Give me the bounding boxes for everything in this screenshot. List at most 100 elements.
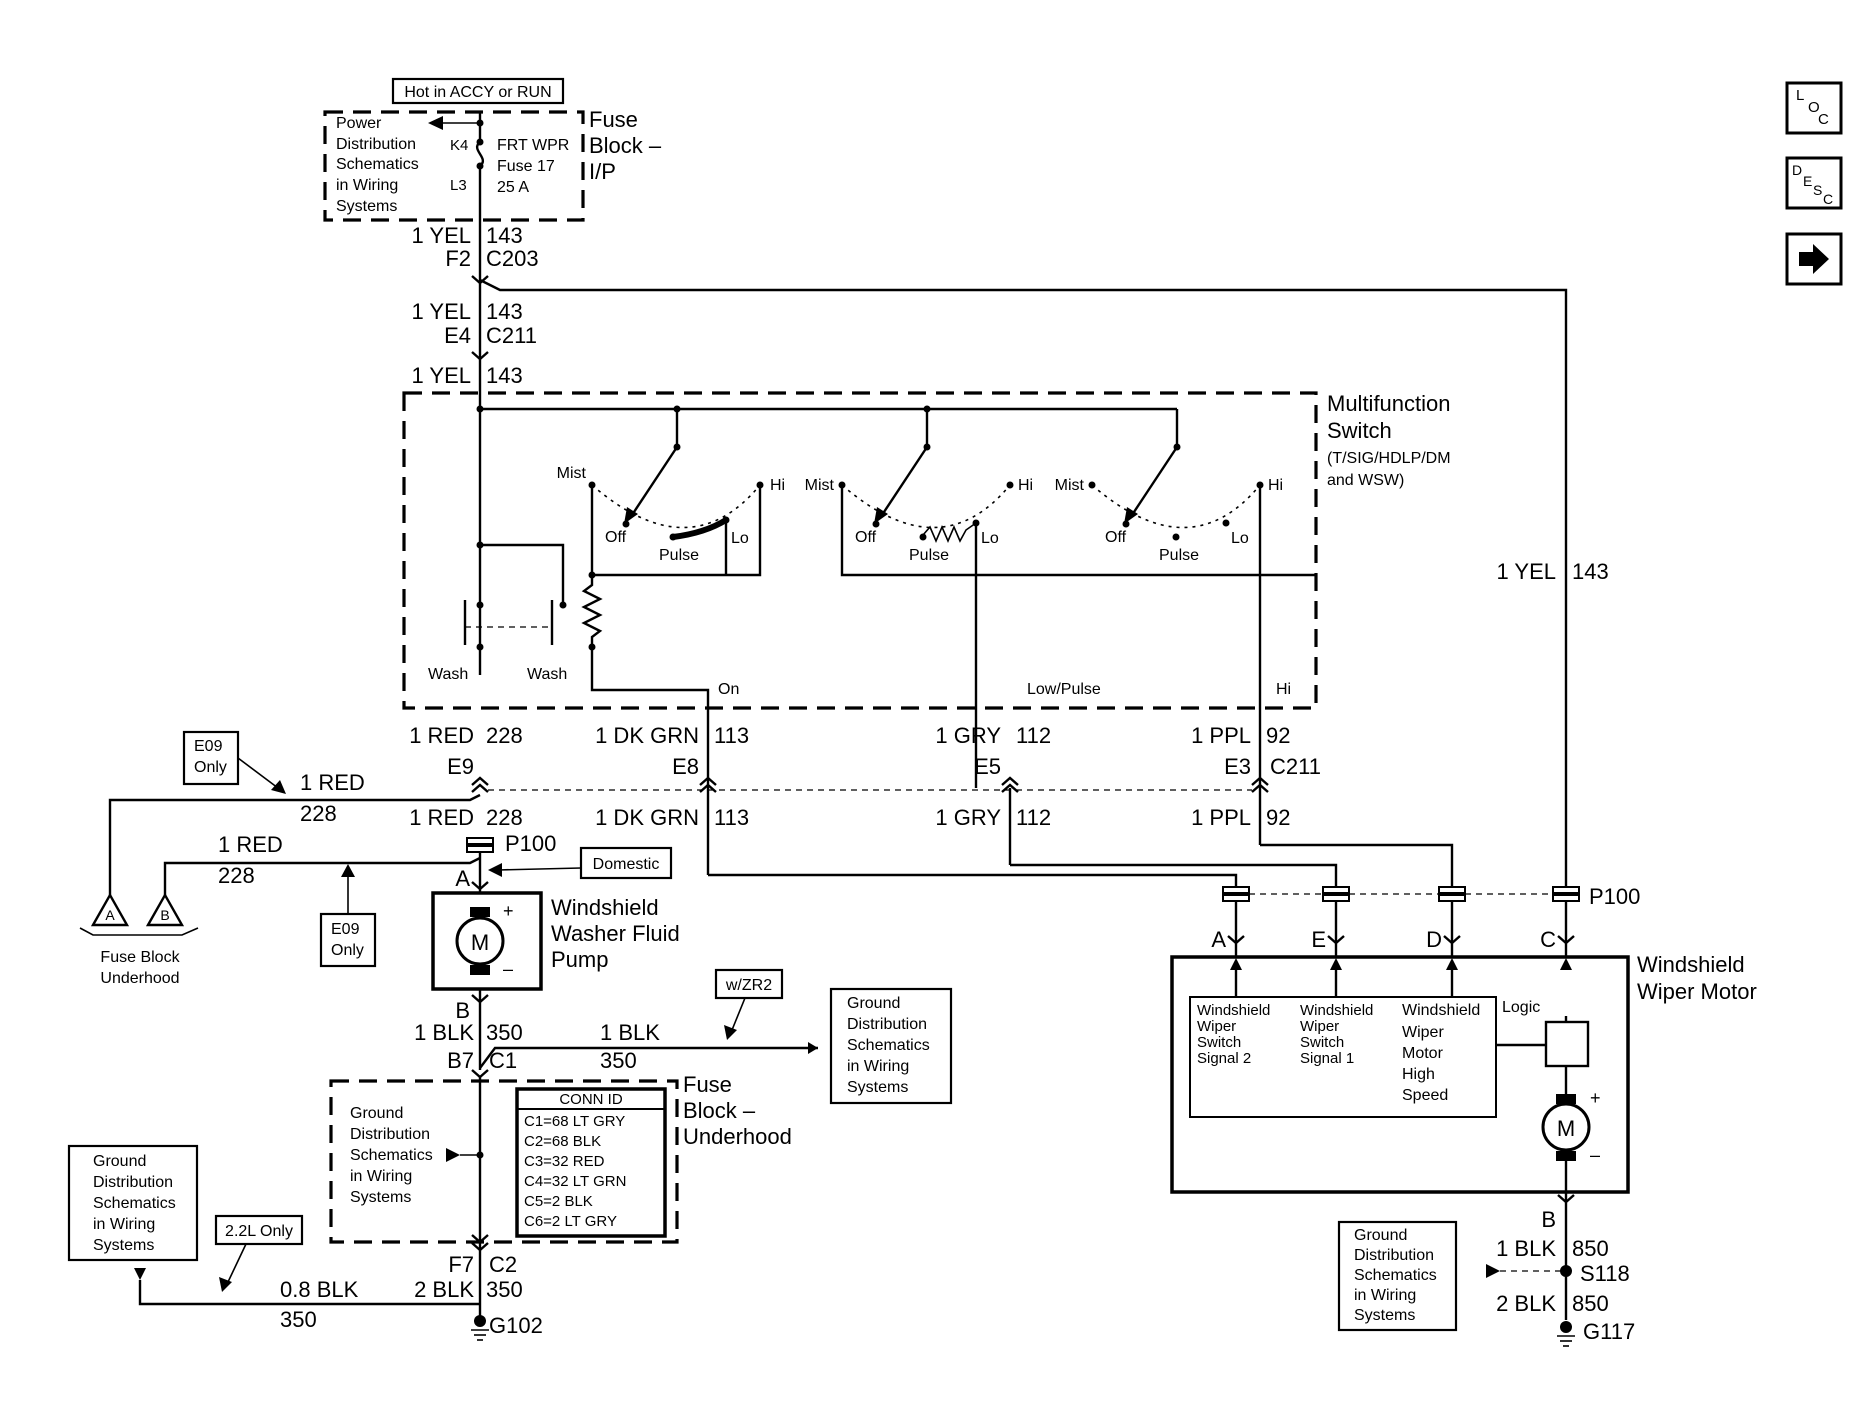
svg-text:Switch: Switch bbox=[1327, 418, 1392, 443]
svg-text:Fuse: Fuse bbox=[683, 1072, 732, 1097]
svg-text:in Wiring: in Wiring bbox=[350, 1168, 412, 1185]
svg-text:High: High bbox=[1402, 1066, 1435, 1083]
svg-text:Mist: Mist bbox=[1055, 477, 1085, 494]
svg-text:C3=32 RED: C3=32 RED bbox=[524, 1153, 605, 1170]
ground-distribution-ref-3 bbox=[1337, 1220, 1458, 1332]
svg-text:P100: P100 bbox=[1589, 884, 1640, 909]
svg-text:112: 112 bbox=[1016, 805, 1051, 830]
multifunction-switch-outline bbox=[402, 391, 1318, 710]
svg-text:Off: Off bbox=[855, 529, 877, 546]
svg-text:D: D bbox=[1426, 927, 1442, 952]
wiper-motor-icon bbox=[1541, 1102, 1591, 1152]
svg-text:Fuse Block: Fuse Block bbox=[100, 949, 180, 966]
svg-text:Signal 2: Signal 2 bbox=[1197, 1050, 1251, 1067]
svg-text:C203: C203 bbox=[486, 246, 539, 271]
svg-text:E4: E4 bbox=[444, 323, 471, 348]
loc-button[interactable]: L O C bbox=[1785, 81, 1843, 135]
svg-text:Low/Pulse: Low/Pulse bbox=[1027, 681, 1101, 698]
svg-text:Lo: Lo bbox=[981, 530, 999, 547]
p100-connectors bbox=[1222, 886, 1580, 902]
svg-text:Windshield: Windshield bbox=[1637, 952, 1745, 977]
svg-text:2.2L Only: 2.2L Only bbox=[225, 1223, 293, 1240]
svg-text:Block –: Block – bbox=[683, 1098, 756, 1123]
ground-icon bbox=[1557, 1335, 1575, 1347]
svg-text:F2: F2 bbox=[445, 246, 471, 271]
svg-text:Fuse: Fuse bbox=[589, 107, 638, 132]
wiper-motor-title: Windshield Wiper Motor bbox=[1637, 952, 1757, 1004]
svg-text:Windshield: Windshield bbox=[1300, 1002, 1373, 1019]
desc-button[interactable]: D E S C bbox=[1785, 156, 1843, 210]
svg-text:1 YEL: 1 YEL bbox=[411, 363, 471, 388]
fuse-block-terminal-a bbox=[90, 892, 130, 927]
svg-text:P100: P100 bbox=[505, 831, 556, 856]
arrow-right-icon bbox=[1799, 244, 1829, 274]
svg-text:0.8 BLK: 0.8 BLK bbox=[280, 1277, 359, 1302]
svg-text:143: 143 bbox=[486, 223, 523, 248]
svg-text:E09: E09 bbox=[331, 921, 360, 938]
svg-text:Wiper: Wiper bbox=[1197, 1018, 1236, 1035]
svg-text:143: 143 bbox=[1572, 559, 1609, 584]
svg-text:Wash: Wash bbox=[527, 666, 567, 683]
svg-text:C4=32 LT GRN: C4=32 LT GRN bbox=[524, 1173, 626, 1190]
svg-text:K4: K4 bbox=[450, 137, 468, 154]
svg-text:Signal 1: Signal 1 bbox=[1300, 1050, 1354, 1067]
hot-label-box bbox=[391, 77, 565, 105]
svg-text:D: D bbox=[1792, 162, 1802, 178]
svg-text:F7: F7 bbox=[448, 1252, 474, 1277]
svg-text:Distribution: Distribution bbox=[93, 1174, 173, 1191]
svg-text:FRT WPR: FRT WPR bbox=[497, 137, 569, 154]
svg-text:M: M bbox=[471, 930, 489, 955]
svg-text:E3: E3 bbox=[1224, 754, 1251, 779]
svg-text:350: 350 bbox=[486, 1020, 523, 1045]
svg-text:Wiper: Wiper bbox=[1300, 1018, 1339, 1035]
svg-text:C: C bbox=[1823, 191, 1833, 207]
multifunction-switch-title: Multifunction Switch bbox=[1327, 391, 1451, 443]
svg-text:Motor: Motor bbox=[1402, 1045, 1444, 1062]
domestic-box bbox=[579, 846, 673, 880]
svg-text:Pulse: Pulse bbox=[1159, 547, 1199, 564]
svg-text:C1=68 LT GRY: C1=68 LT GRY bbox=[524, 1113, 625, 1130]
e09-only-box-2 bbox=[319, 912, 377, 968]
svg-text:1 RED: 1 RED bbox=[218, 832, 283, 857]
logic-relay bbox=[1544, 1020, 1590, 1068]
svg-text:On: On bbox=[718, 681, 739, 698]
fuse-block-ip-outline bbox=[323, 110, 585, 222]
svg-text:L: L bbox=[1796, 87, 1804, 104]
svg-text:Schematics: Schematics bbox=[93, 1195, 176, 1212]
svg-text:350: 350 bbox=[486, 1277, 523, 1302]
22l-only-box bbox=[214, 1214, 304, 1246]
svg-text:B: B bbox=[160, 907, 169, 923]
svg-text:1 DK GRN: 1 DK GRN bbox=[595, 805, 699, 830]
svg-text:C2=68 BLK: C2=68 BLK bbox=[524, 1133, 601, 1150]
svg-text:92: 92 bbox=[1266, 723, 1290, 748]
svg-text:228: 228 bbox=[486, 805, 523, 830]
svg-text:Wash: Wash bbox=[428, 666, 468, 683]
svg-text:350: 350 bbox=[600, 1048, 637, 1073]
svg-text:Logic: Logic bbox=[1502, 999, 1540, 1016]
svg-text:Wiper Motor: Wiper Motor bbox=[1637, 979, 1757, 1004]
svg-text:1 RED: 1 RED bbox=[300, 770, 365, 795]
next-page-button[interactable] bbox=[1785, 232, 1843, 286]
motor-icon bbox=[455, 916, 505, 966]
svg-text:1 BLK: 1 BLK bbox=[1496, 1236, 1556, 1261]
svg-text:B: B bbox=[455, 998, 470, 1023]
svg-text:Hi: Hi bbox=[1268, 477, 1283, 494]
svg-text:C211: C211 bbox=[1270, 754, 1321, 779]
svg-text:Pulse: Pulse bbox=[909, 547, 949, 564]
svg-text:Windshield: Windshield bbox=[551, 895, 659, 920]
svg-text:Windshield: Windshield bbox=[1402, 1002, 1480, 1019]
switch-position-labels: Mist Hi Off Pulse Lo Mist Hi Off Pulse L… bbox=[557, 465, 1283, 564]
washer-pump-title: Windshield Washer Fluid Pump bbox=[551, 895, 680, 972]
svg-text:1 PPL: 1 PPL bbox=[1191, 805, 1251, 830]
svg-text:E5: E5 bbox=[974, 754, 1001, 779]
svg-text:Ground: Ground bbox=[847, 995, 900, 1012]
svg-text:Systems: Systems bbox=[1354, 1307, 1415, 1324]
svg-text:C: C bbox=[1818, 111, 1829, 128]
svg-text:Systems: Systems bbox=[350, 1189, 411, 1206]
svg-text:E09: E09 bbox=[194, 738, 223, 755]
conn-id-table bbox=[515, 1087, 667, 1238]
svg-text:Block –: Block – bbox=[589, 133, 662, 158]
svg-text:Ground: Ground bbox=[93, 1153, 146, 1170]
svg-text:Systems: Systems bbox=[336, 198, 397, 215]
svg-text:C5=2 BLK: C5=2 BLK bbox=[524, 1193, 593, 1210]
